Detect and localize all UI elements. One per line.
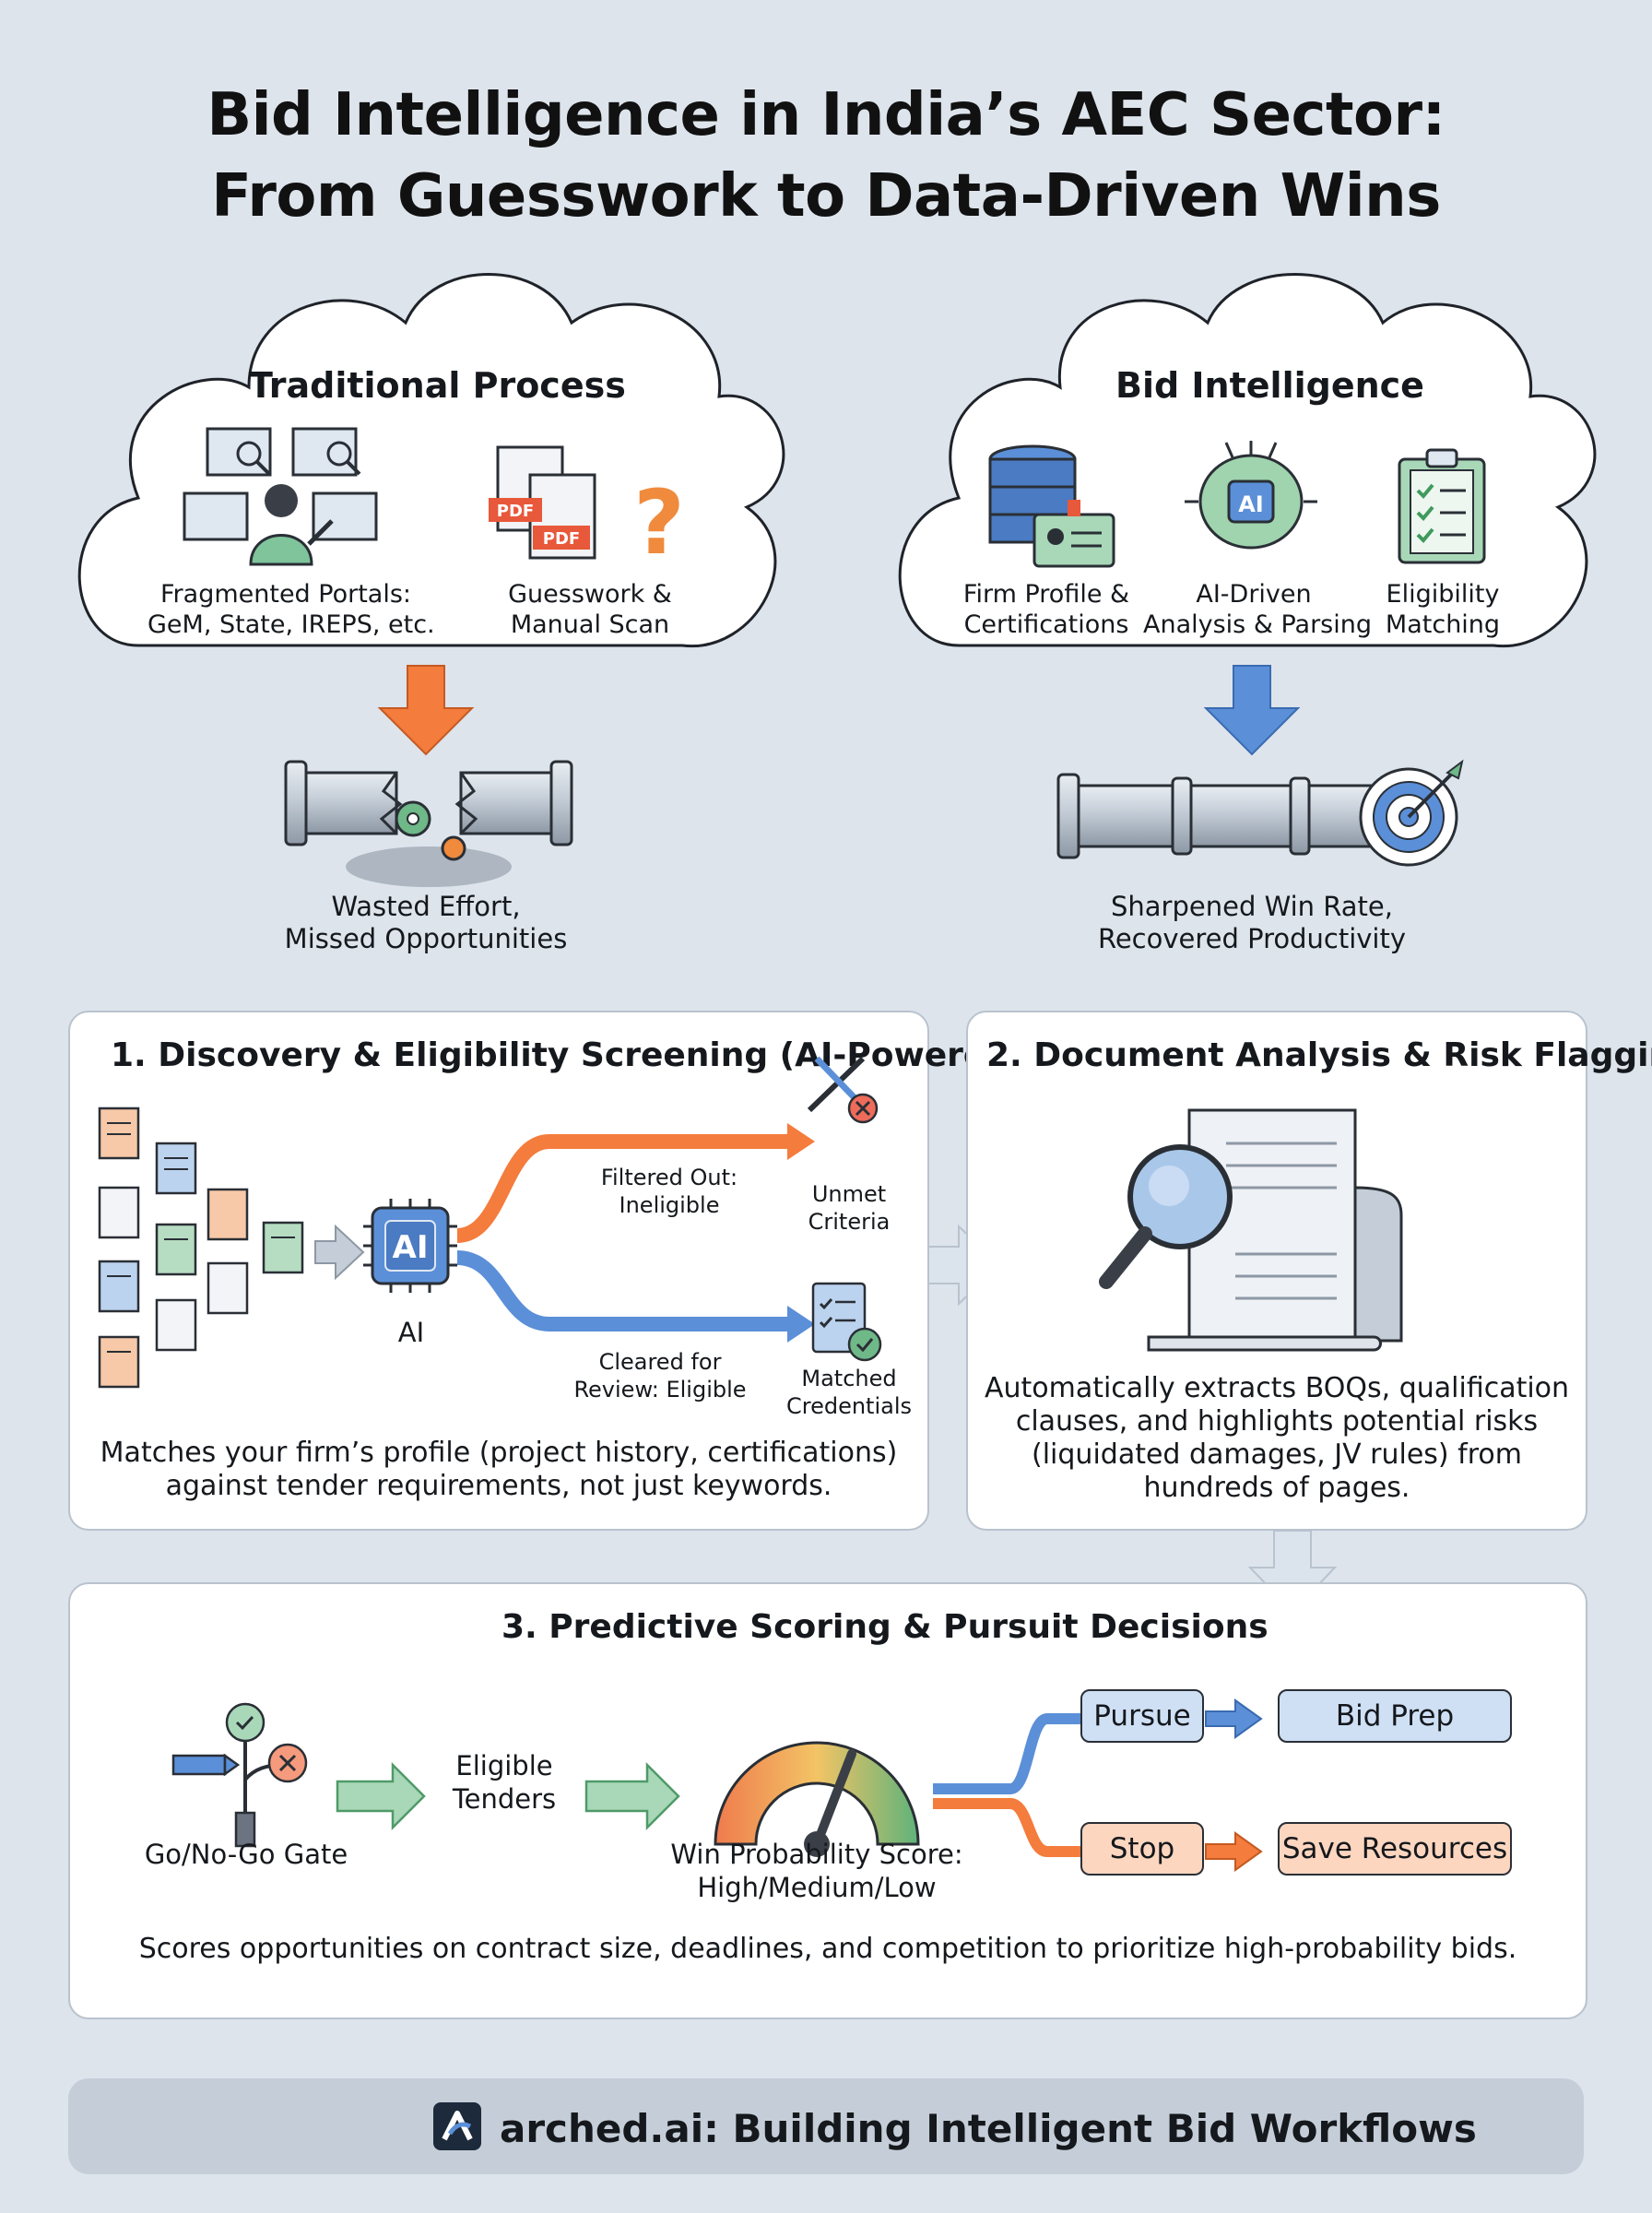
save-resources-badge: Save Resources bbox=[1278, 1822, 1512, 1876]
docs-to-ai-arrow bbox=[314, 1224, 365, 1281]
cleared-label-2: Review: Eligible bbox=[573, 1377, 747, 1402]
guesswork-label-2: Manual Scan bbox=[510, 610, 670, 639]
step2-panel: 2. Document Analysis & Risk Flagging Aut… bbox=[966, 1011, 1652, 1531]
step1-graphics: AI bbox=[98, 1056, 882, 1389]
ai-chip-label: AI bbox=[393, 1229, 429, 1266]
step2-description-line2: clauses, and highlights potential risks bbox=[1015, 1405, 1539, 1438]
go-no-go-gate-icon bbox=[171, 1702, 308, 1848]
gate-to-eligible-arrow bbox=[336, 1761, 426, 1831]
cleared-label-1: Cleared for bbox=[598, 1349, 722, 1375]
step1-heading: 1. Discovery & Eligibility Screening (AI… bbox=[111, 1036, 1025, 1074]
win-probability-label-2: High/Medium/Low bbox=[697, 1872, 937, 1903]
intelligence-result-line2: Recovered Productivity bbox=[1097, 923, 1407, 954]
stop-arrow bbox=[1205, 1831, 1263, 1872]
traditional-result-line1: Wasted Effort, bbox=[331, 891, 521, 922]
fragmented-portals-icon bbox=[183, 427, 378, 566]
unmet-criteria-label-1: Unmet bbox=[811, 1181, 887, 1207]
pursue-arrow bbox=[1205, 1698, 1263, 1739]
cleared-path bbox=[456, 1250, 787, 1331]
fragmented-portals-label-1: Fragmented Portals: bbox=[159, 580, 412, 609]
footer-banner: arched.ai: Building Intelligent Bid Work… bbox=[68, 2078, 1584, 2174]
pursue-badge: Pursue bbox=[1080, 1689, 1204, 1743]
brain-ai-label: AI bbox=[1238, 491, 1264, 517]
step3-panel: 3. Predictive Scoring & Pursuit Decision… bbox=[68, 1582, 1587, 2019]
unmet-criteria-label-2: Criteria bbox=[808, 1209, 891, 1235]
fragmented-portals-label-2: GeM, State, IREPS, etc. bbox=[148, 610, 435, 639]
step3-graphics bbox=[171, 1698, 1263, 1872]
matched-credentials-icon bbox=[811, 1282, 882, 1362]
pipeline-target-icon bbox=[1056, 759, 1464, 867]
database-profile-icon bbox=[988, 444, 1115, 568]
cleared-arrowhead bbox=[787, 1306, 815, 1343]
wrench-screwdriver-icon bbox=[807, 1056, 879, 1124]
matched-credentials-label-1: Matched bbox=[801, 1366, 897, 1391]
intelligence-heading: Bid Intelligence bbox=[1115, 365, 1424, 406]
step1-panel: 1. Discovery & Eligibility Screening (AI… bbox=[68, 1011, 1025, 1531]
firm-profile-label-2: Certifications bbox=[963, 610, 1129, 639]
matched-credentials-label-2: Credentials bbox=[785, 1393, 913, 1419]
go-no-go-label: Go/No-Go Gate bbox=[144, 1839, 348, 1870]
eligible-tenders-label-2: Tenders bbox=[452, 1783, 557, 1815]
checklist-clipboard-icon bbox=[1398, 448, 1486, 564]
traditional-heading: Traditional Process bbox=[249, 365, 626, 406]
stop-branch-path bbox=[933, 1798, 1080, 1857]
eligibility-label-1: Eligibility bbox=[1386, 580, 1500, 609]
ai-chip-icon: AI bbox=[363, 1199, 457, 1293]
filtered-out-path bbox=[456, 1134, 787, 1243]
ai-brain-icon: AI bbox=[1185, 441, 1317, 550]
step2-description-line3: (liquidated damages, JV rules) from bbox=[1032, 1438, 1522, 1471]
filtered-out-label-1: Filtered Out: bbox=[600, 1165, 738, 1190]
pdf-label-1: PDF bbox=[497, 502, 534, 521]
blue-down-arrow bbox=[1203, 665, 1301, 756]
ai-analysis-label-1: AI-Driven bbox=[1196, 580, 1312, 609]
pdf-documents-icon: PDF PDF ? bbox=[489, 445, 685, 574]
pdf-label-2: PDF bbox=[543, 529, 580, 549]
filtered-out-arrowhead bbox=[787, 1123, 815, 1160]
bid-prep-badge: Bid Prep bbox=[1278, 1689, 1512, 1743]
traditional-result-line2: Missed Opportunities bbox=[284, 923, 568, 954]
win-probability-label-1: Win Probability Score: bbox=[670, 1839, 963, 1870]
step2-description-line4: hundreds of pages. bbox=[1143, 1472, 1410, 1504]
step1-description-line1: Matches your firm’s profile (project his… bbox=[100, 1437, 898, 1469]
step3-heading: 3. Predictive Scoring & Pursuit Decision… bbox=[502, 1608, 1268, 1646]
ai-caption: AI bbox=[397, 1317, 425, 1348]
step2-graphics bbox=[1099, 1108, 1403, 1352]
eligible-tenders-label-1: Eligible bbox=[455, 1750, 553, 1781]
orange-down-arrow bbox=[377, 665, 475, 756]
win-probability-gauge-icon bbox=[714, 1741, 920, 1857]
step3-description: Scores opportunities on contract size, d… bbox=[138, 1933, 1517, 1965]
document-magnifier-icon bbox=[1099, 1108, 1403, 1352]
pursue-branch-path bbox=[933, 1713, 1080, 1794]
step2-description-line1: Automatically extracts BOQs, qualificati… bbox=[984, 1372, 1570, 1404]
ai-analysis-label-2: Analysis & Parsing bbox=[1143, 610, 1372, 639]
footer-text: arched.ai: Building Intelligent Bid Work… bbox=[500, 2106, 1477, 2151]
firm-profile-label-1: Firm Profile & bbox=[962, 580, 1130, 609]
tender-documents-icon bbox=[98, 1106, 304, 1389]
step2-heading: 2. Document Analysis & Risk Flagging bbox=[986, 1036, 1652, 1074]
eligibility-label-2: Matching bbox=[1385, 610, 1501, 639]
step1-description-line2: against tender requirements, not just ke… bbox=[165, 1470, 832, 1502]
eligible-to-score-arrow bbox=[584, 1761, 680, 1831]
stop-badge: Stop bbox=[1080, 1822, 1204, 1876]
intelligence-result-line1: Sharpened Win Rate, bbox=[1111, 891, 1393, 922]
arched-logo-icon bbox=[433, 2102, 481, 2150]
page-title-line2: From Guesswork to Data-Driven Wins bbox=[211, 162, 1441, 231]
page-title-line1: Bid Intelligence in India’s AEC Sector: bbox=[206, 81, 1446, 149]
guesswork-label-1: Guesswork & bbox=[508, 580, 672, 609]
broken-pipe-icon bbox=[284, 760, 573, 887]
filtered-out-label-2: Ineligible bbox=[619, 1192, 720, 1218]
question-mark-icon: ? bbox=[633, 471, 685, 574]
